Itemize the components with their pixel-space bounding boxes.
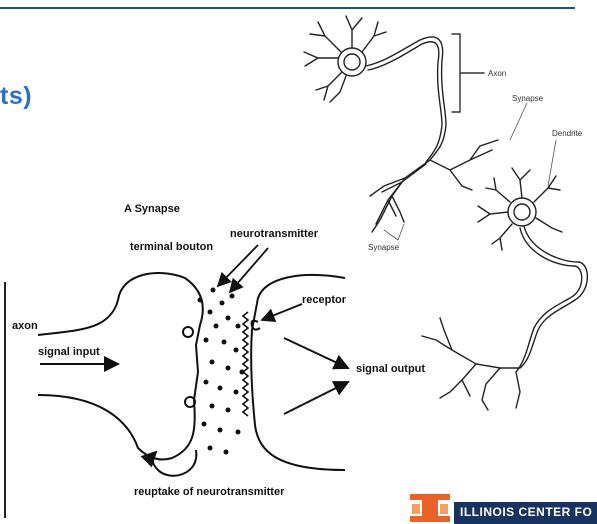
postsynaptic-receptors — [243, 312, 248, 416]
synapse-title: A Synapse — [124, 203, 180, 215]
neuron-dendrite-label: Dendrite — [552, 129, 583, 138]
reuptake-label: reuptake of neurotransmitter — [134, 486, 285, 498]
neuron-synapse-label-left: Synapse — [368, 243, 400, 252]
signal-output-label: signal output — [356, 363, 425, 375]
reuptake-arrow — [153, 450, 197, 476]
neuron-diagram — [304, 16, 587, 410]
logo-text: ILLINOIS CENTER FO — [460, 505, 592, 519]
signal-output-arrow-2 — [284, 382, 348, 414]
vesicle-bump — [183, 327, 193, 337]
receptor-label: receptor — [302, 294, 347, 306]
neurotransmitter-dots — [198, 288, 245, 455]
axon-label: axon — [12, 320, 38, 332]
presynaptic-terminal — [38, 273, 203, 460]
axon-upper — [366, 37, 446, 160]
axon-lower — [500, 226, 587, 368]
neuron-synapse-label-right: Synapse — [512, 94, 544, 103]
illinois-center-logo: ILLINOIS CENTER FO — [410, 490, 597, 524]
axon-bracket — [452, 34, 484, 112]
neurotransmitter-label: neurotransmitter — [230, 228, 319, 240]
synapse-diagram: A Synapse terminal bouton neurotransmitt… — [12, 203, 425, 498]
terminal-bouton-label: terminal bouton — [130, 241, 213, 253]
signal-output-arrow — [284, 338, 348, 368]
signal-input-label: signal input — [38, 346, 100, 358]
receptor-arrow — [262, 304, 302, 320]
illinois-block-i-icon — [410, 490, 450, 524]
soma-lower — [508, 198, 536, 226]
neuron-axon-label: Axon — [488, 69, 506, 78]
